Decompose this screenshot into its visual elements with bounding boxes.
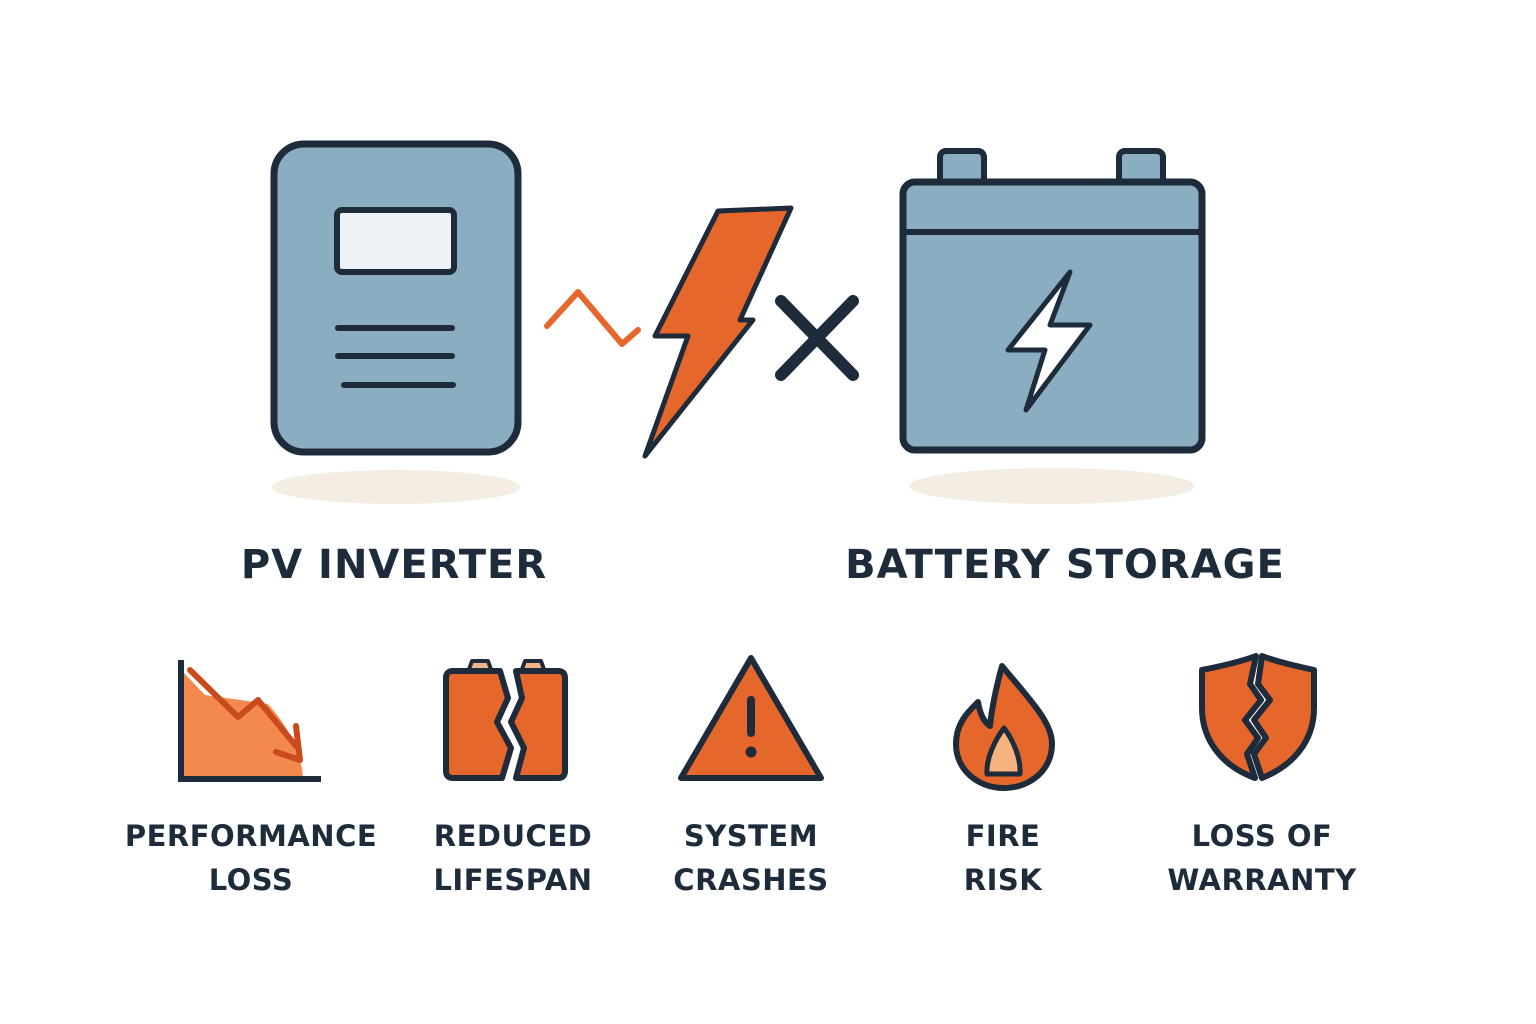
consequence-label-line1: SYSTEM <box>683 819 819 853</box>
cracked-shield-icon <box>1199 653 1317 781</box>
ac-wave-icon <box>544 289 641 347</box>
consequence-label-line2: LOSS <box>208 863 294 897</box>
battery-storage-label: BATTERY STORAGE <box>845 542 1285 588</box>
cracked-battery-icon <box>443 659 568 781</box>
consequence-label-line1: REDUCED <box>433 819 593 853</box>
consequence-label-line2: CRASHES <box>673 863 829 897</box>
consequence-label-line2: LIFESPAN <box>433 863 593 897</box>
flame-icon <box>953 663 1055 791</box>
lightning-bolt-icon <box>642 205 794 459</box>
consequence-performance-loss: PERFORMANCE LOSS <box>111 814 391 902</box>
consequence-reduced-lifespan: REDUCED LIFESPAN <box>373 814 653 902</box>
consequence-loss-of-warranty: LOSS OF WARRANTY <box>1122 814 1402 902</box>
consequence-label-line1: PERFORMANCE <box>124 819 378 853</box>
pv-inverter-label: PV INVERTER <box>240 542 548 588</box>
incompatible-x-icon <box>775 295 859 381</box>
battery-storage-icon <box>899 148 1206 504</box>
declining-chart-icon <box>178 660 321 782</box>
warning-triangle-icon <box>678 655 824 781</box>
consequence-fire-risk: FIRE RISK <box>863 814 1143 902</box>
consequence-label-line1: FIRE <box>965 819 1041 853</box>
consequence-label-line2: WARRANTY <box>1167 863 1357 897</box>
pv-inverter-icon <box>270 140 522 504</box>
consequence-label-line1: LOSS OF <box>1191 819 1333 853</box>
consequence-label-line2: RISK <box>963 863 1043 897</box>
consequence-system-crashes: SYSTEM CRASHES <box>611 814 891 902</box>
